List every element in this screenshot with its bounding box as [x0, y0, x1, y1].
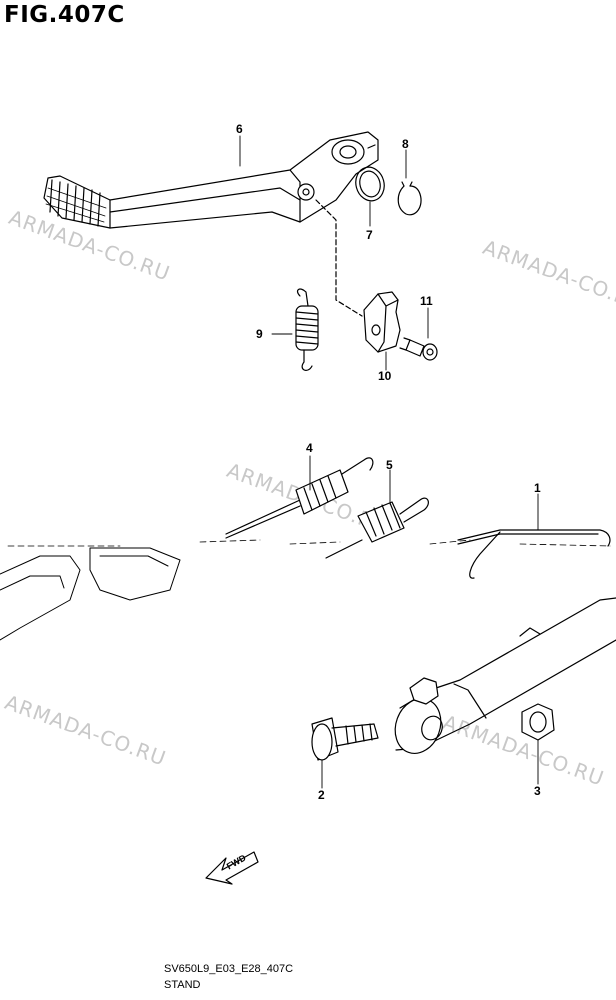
circlip-part[interactable]: [397, 181, 422, 216]
callout-10: 10: [378, 369, 392, 383]
stand-spring-part-4[interactable]: [225, 457, 374, 539]
callout-9: 9: [256, 327, 263, 341]
side-stand-part[interactable]: [388, 597, 616, 760]
callout-8: 8: [402, 137, 409, 151]
callout-2: 2: [318, 788, 325, 802]
stand-spring-part-5[interactable]: [325, 497, 429, 559]
section-title: STAND: [164, 979, 201, 991]
callout-5: 5: [386, 458, 393, 472]
washer-part[interactable]: [352, 164, 388, 204]
callout-11: 11: [420, 294, 433, 308]
nut-part[interactable]: [521, 703, 555, 741]
callout-4: 4: [306, 441, 313, 455]
callout-7: 7: [366, 228, 373, 242]
callout-3: 3: [534, 784, 541, 798]
bolt-part[interactable]: [399, 337, 438, 361]
shift-pedal-part[interactable]: [43, 131, 379, 229]
bracket-part[interactable]: [363, 291, 401, 353]
stand-rod-part[interactable]: [457, 529, 611, 579]
stand-bolt-part[interactable]: [311, 717, 379, 761]
pedal-spring-part[interactable]: [295, 288, 319, 371]
fwd-arrow-icon: [205, 851, 259, 885]
model-code: SV650L9_E03_E28_407C: [164, 963, 294, 975]
figure-title: FIG.407C: [4, 2, 125, 28]
frame-fragment: [0, 547, 181, 641]
leader-lines: [239, 135, 539, 789]
callout-1: 1: [534, 481, 541, 495]
callout-6: 6: [236, 122, 243, 136]
